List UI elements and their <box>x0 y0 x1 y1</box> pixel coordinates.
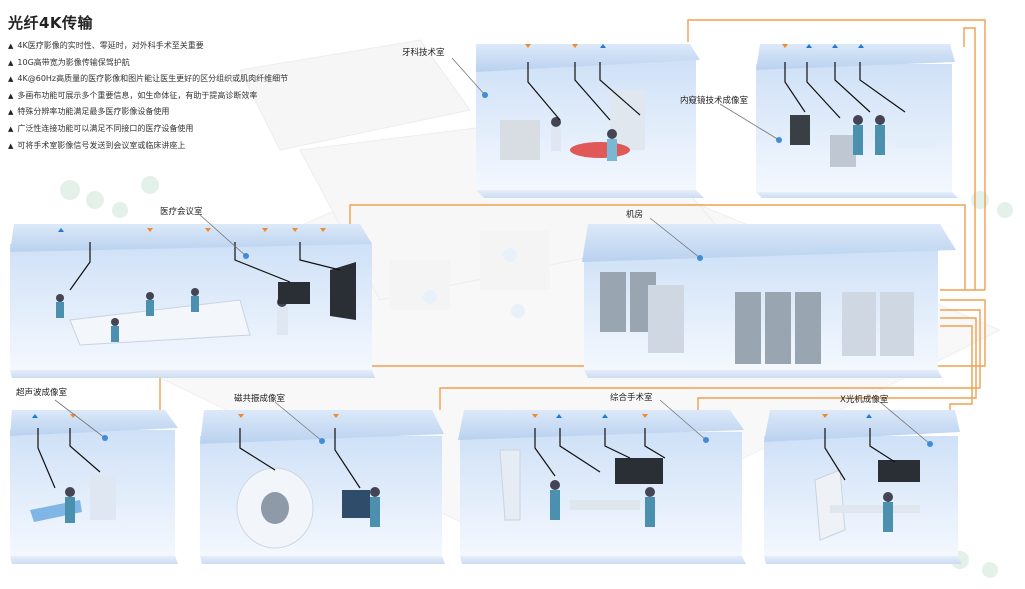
room-machine <box>582 224 956 378</box>
label-xray-room: X光机成像室 <box>840 395 889 405</box>
triangle-bullet-icon: ▲ <box>8 42 14 50</box>
feature-item: ▲4K@60Hz高质量的医疗影像和图片能让医生更好的区分组织或肌肉纤维细节 <box>8 74 289 84</box>
room-xray <box>764 410 962 564</box>
label-machine-room: 机房 <box>626 210 644 220</box>
label-mri-room: 磁共振成像室 <box>234 394 286 404</box>
room-endoscope <box>756 44 958 198</box>
feature-item: ▲10G高带宽为影像传输保驾护航 <box>8 57 130 67</box>
label-leaders <box>54 57 931 445</box>
feature-item: ▲多画布功能可展示多个重要信息，如生命体征，有助于提高诊断效率 <box>8 90 258 100</box>
room-hybrid-or <box>458 410 746 564</box>
fiber-backbone <box>159 19 986 410</box>
feature-item: ▲可将手术室影像信号发送到会议室或临床讲座上 <box>8 140 186 150</box>
triangle-bullet-icon: ▲ <box>8 108 14 117</box>
room-conference <box>10 224 375 378</box>
label-hybrid-or: 综合手术室 <box>610 393 653 403</box>
label-conference-room: 医疗会议室 <box>160 207 203 217</box>
label-endoscope-room: 内窥镜技术成像室 <box>680 96 749 106</box>
fiber-endpoints <box>32 44 872 418</box>
label-dental-room: 牙科技术室 <box>402 48 445 58</box>
triangle-bullet-icon: ▲ <box>8 75 14 84</box>
feature-item: ▲广泛性连接功能可以满足不同接口的医疗设备使用 <box>8 123 194 133</box>
room-ultrasound <box>10 410 178 564</box>
page-title: 光纤4K传输 <box>8 14 94 32</box>
feature-item: ▲特殊分辨率功能满足最多医疗影像设备使用 <box>8 107 170 117</box>
triangle-bullet-icon: ▲ <box>8 91 14 100</box>
feature-list: ▲4K医疗影像的实时性、零延时，对外科手术至关重要 ▲10G高带宽为影像传输保驾… <box>8 38 288 154</box>
label-ultrasound-room: 超声波成像室 <box>16 388 68 398</box>
room-dental <box>476 44 704 198</box>
triangle-bullet-icon: ▲ <box>8 124 14 133</box>
triangle-bullet-icon: ▲ <box>8 58 14 67</box>
room-mri <box>200 410 445 564</box>
triangle-bullet-icon: ▲ <box>8 141 14 150</box>
feature-item: ▲4K医疗影像的实时性、零延时，对外科手术至关重要 <box>8 41 204 50</box>
